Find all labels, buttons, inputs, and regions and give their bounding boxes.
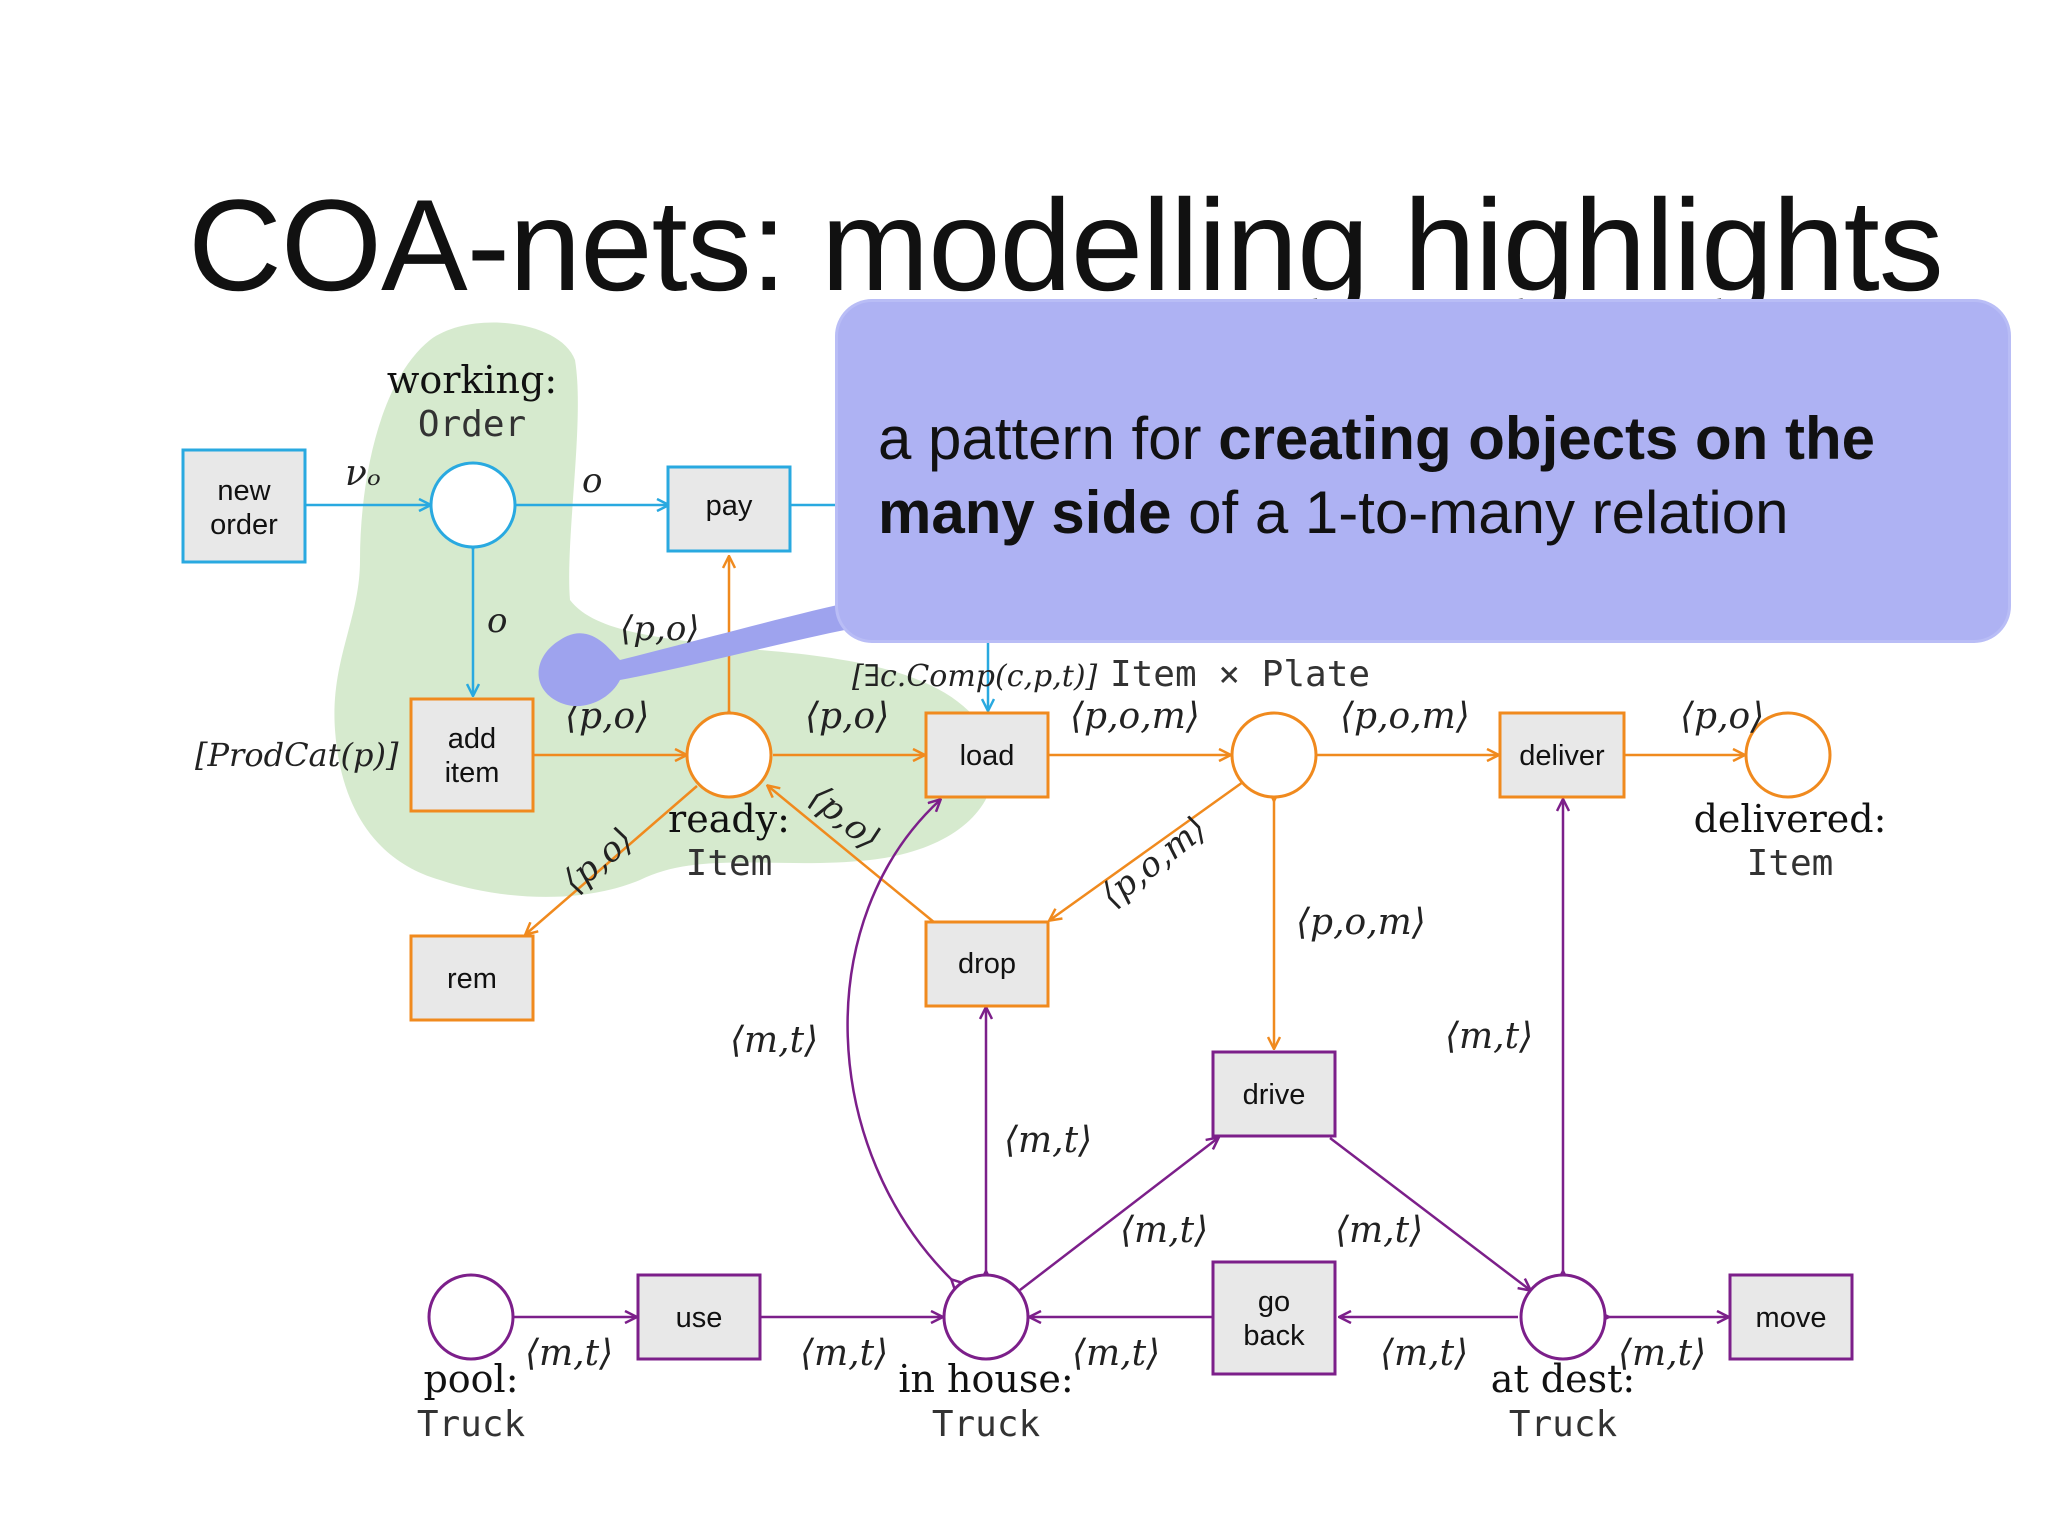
transition-rem: rem [409,934,535,1022]
rem-label: rem [447,963,497,995]
arc-label-pom-drive: ⟨p,o,m⟩ [1296,902,1426,943]
guard-add-item: [ProdCat(p)] [195,736,399,774]
delivered-type: Item [1747,843,1834,884]
place-at-dest [1519,1273,1607,1361]
working-type: Order [418,404,526,445]
callout-text-bold-1: creating objects on the [1218,405,1875,472]
transition-deliver: deliver [1498,711,1626,799]
transition-new-order: new order [181,448,307,564]
guard-load: [∃c.Comp(c,p,t)] [852,659,1098,694]
transition-go-back: go back [1211,1260,1337,1376]
arc-label-po-load: ⟨p,o⟩ [805,696,889,737]
load-label: load [960,740,1015,772]
arc-label-po-delivered: ⟨p,o⟩ [1680,696,1764,737]
at-dest-type: Truck [1509,1404,1618,1445]
transition-move: move [1728,1273,1854,1361]
place-pool [427,1273,515,1361]
move-label: move [1756,1302,1827,1334]
slide-title: COA-nets: modelling highlights [188,172,1944,318]
ready-type: Item [686,843,773,884]
working-name: working: [387,358,557,402]
pay-label: pay [706,490,753,522]
callout-text: a pattern for creating objects on the man… [878,402,1988,550]
transition-add-item: add item [409,697,535,813]
pool-name: pool: [423,1357,518,1401]
arc-label-mt-drive-out: ⟨m,t⟩ [1335,1210,1423,1251]
arc-label-mt-goback-dest: ⟨m,t⟩ [1380,1333,1468,1374]
callout-box: a pattern for creating objects on the man… [838,302,2008,640]
ready-name: ready: [668,797,790,841]
in-house-type: Truck [932,1404,1041,1445]
place-in-house [942,1273,1030,1361]
arc-label-pom-drop: ⟨p,o,m⟩ [1093,809,1214,916]
truck-layer [514,800,1728,1317]
arc-label-mt-pool: ⟨m,t⟩ [525,1333,613,1374]
arc-label-pom-load: ⟨p,o,m⟩ [1070,696,1200,737]
callout-text-pre: a pattern for [878,405,1219,472]
place-delivered [1744,711,1832,799]
transition-load: load [924,711,1050,799]
svg-text:add: add [448,723,496,755]
at-dest-name: at dest: [1491,1357,1635,1401]
pool-type: Truck [417,1404,526,1445]
deliver-label: deliver [1519,740,1605,772]
arc-label-o-pay: o [582,461,602,501]
callout-text-bold-2: many side [878,479,1172,546]
in-house-name: in house: [898,1357,1073,1401]
svg-text:item: item [445,757,500,789]
arc-label-mt-drop: ⟨m,t⟩ [1004,1120,1092,1161]
svg-text:go: go [1258,1286,1290,1318]
in-truck-type: Item × Plate [1110,654,1370,695]
callout-text-post: of a 1-to-many relation [1171,479,1789,546]
callout-pointer [538,600,870,707]
item-layer [526,557,1744,1048]
arc-label-mt-use: ⟨m,t⟩ [800,1333,888,1374]
arc-label-nu-o: νₒ [345,453,381,494]
svg-text:back: back [1243,1320,1305,1352]
svg-text:order: order [210,509,278,541]
drop-label: drop [958,948,1016,980]
arc-label-mt-move: ⟨m,t⟩ [1618,1333,1706,1374]
arc-label-pom-deliver: ⟨p,o,m⟩ [1340,696,1470,737]
transition-drop: drop [924,920,1050,1008]
place-working [429,461,517,549]
place-ready [685,711,773,799]
transition-drive: drive [1211,1050,1337,1138]
use-label: use [676,1302,723,1334]
arc-label-mt-deliver: ⟨m,t⟩ [1445,1016,1533,1057]
drive-label: drive [1243,1079,1306,1111]
transition-use: use [636,1273,762,1361]
place-in-truck [1230,711,1318,799]
arc-label-po-pay: ⟨p,o⟩ [620,609,700,649]
arc-label-mt-goback-house: ⟨m,t⟩ [1072,1333,1160,1374]
transition-pay: pay [666,465,792,553]
delivered-name: delivered: [1694,797,1887,841]
arc-label-mt-drive-in: ⟨m,t⟩ [1120,1210,1208,1251]
svg-text:new: new [217,475,271,507]
arc-label-mt-curve: ⟨m,t⟩ [730,1020,818,1061]
arc-label-o-add: o [487,601,507,641]
